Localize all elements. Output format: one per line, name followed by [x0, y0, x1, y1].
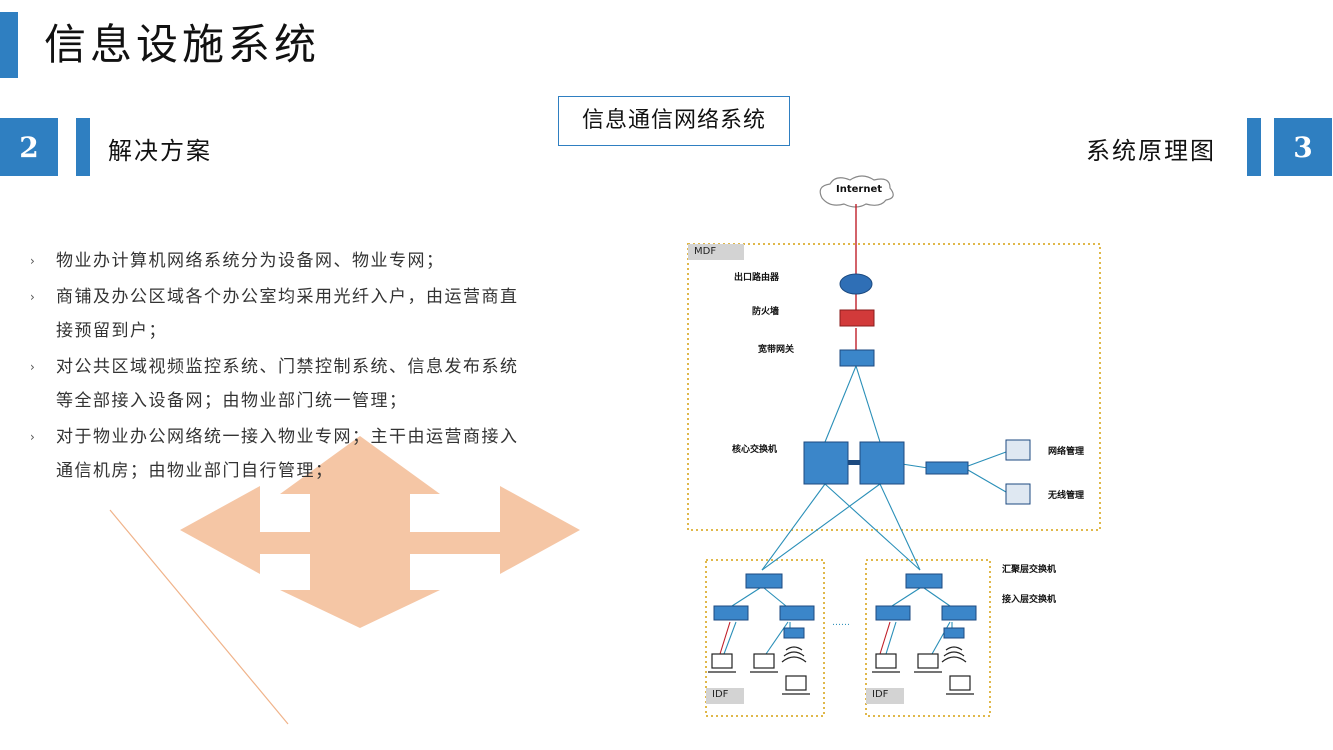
idf-boundary-2: [865, 559, 991, 717]
list-item: › 商铺及办公区域各个办公室均采用光纤入户，由运营商直接预留到户；: [30, 280, 530, 348]
mdf-label: MDF: [694, 246, 717, 257]
bullet-text: 对于物业办公网络统一接入物业专网；主干由运营商接入通信机房；由物业部门自行管理；: [56, 427, 519, 481]
list-item: › 对于物业办公网络统一接入物业专网；主干由运营商接入通信机房；由物业部门自行管理…: [30, 420, 530, 488]
bullet-icon: ›: [30, 430, 37, 444]
bullet-text: 物业办计算机网络系统分为设备网、物业专网；: [56, 251, 445, 271]
section-number-left: 2: [0, 118, 58, 176]
bullet-list: › 物业办计算机网络系统分为设备网、物业专网； › 商铺及办公区域各个办公室均采用光…: [30, 244, 530, 490]
mgmt-switch-icon: [925, 461, 969, 475]
laptop-icons: [708, 653, 974, 695]
wireless-mgmt-label: 无线管理: [1048, 491, 1085, 501]
agg-switch-icon: [745, 573, 783, 589]
wireless-ap-icon: [783, 627, 805, 639]
router-label: 出口路由器: [734, 273, 780, 283]
bullet-icon: ›: [30, 254, 37, 268]
firewall-label: 防火墙: [752, 307, 780, 317]
netmgmt-monitor-icon: [1005, 439, 1031, 461]
list-item: › 物业办计算机网络系统分为设备网、物业专网；: [30, 244, 530, 278]
section-title-right: 系统原理图: [1086, 137, 1216, 165]
wifi-signal-icons: [781, 646, 967, 663]
network-diagram: Internet MDF 出口路由器 防火墙 宽带网关 核心交换机 网络管理 无…: [680, 170, 1110, 720]
list-item: › 对公共区域视频监控系统、门禁控制系统、信息发布系统等全部接入设备网；由物业部门…: [30, 350, 530, 418]
core-switch-icon: [803, 441, 849, 485]
section-accent-left: [76, 118, 90, 176]
four-way-arrow-shape: [180, 436, 580, 628]
wireless-monitor-icon: [1005, 483, 1031, 505]
gateway-label: 宽带网关: [758, 345, 795, 355]
core-switch-label: 核心交换机: [732, 445, 778, 455]
mdf-boundary: [687, 243, 1101, 531]
section-number-right: 3: [1274, 118, 1332, 176]
agg-switch-icon: [905, 573, 943, 589]
internet-cloud-icon: [819, 175, 894, 208]
router-icon: [839, 273, 873, 295]
idf-tag-bg-1: [706, 688, 744, 704]
internet-label: Internet: [836, 184, 883, 195]
access-switch-icon: [875, 605, 911, 621]
core-switch-icon: [859, 441, 905, 485]
bullet-text: 对公共区域视频监控系统、门禁控制系统、信息发布系统等全部接入设备网；由物业部门统…: [56, 357, 519, 411]
decorative-arrow: [109, 436, 580, 725]
access-switch-icon: [779, 605, 815, 621]
access-red-links: [719, 621, 891, 655]
access-switch-label: 接入层交换机: [1002, 595, 1057, 605]
idf-tag-bg-2: [866, 688, 904, 704]
gateway-icon: [839, 349, 875, 367]
netmgmt-label: 网络管理: [1048, 447, 1085, 457]
section-accent-right: [1247, 118, 1261, 176]
idf-boundary-1: [705, 559, 825, 717]
mdf-tag-bg: [688, 244, 744, 260]
title-accent-bar: [0, 12, 18, 78]
decorative-line: [109, 509, 289, 725]
access-switch-icon: [941, 605, 977, 621]
ellipsis-label: ……: [832, 618, 850, 628]
bullet-icon: ›: [30, 360, 37, 374]
diagram-title: 信息通信网络系统: [558, 96, 790, 146]
section-title-left: 解决方案: [108, 137, 212, 165]
bullet-icon: ›: [30, 290, 37, 304]
page-title: 信息设施系统: [44, 20, 321, 69]
firewall-icon: [839, 309, 875, 327]
idf-label-1: IDF: [712, 689, 729, 700]
bullet-text: 商铺及办公区域各个办公室均采用光纤入户，由运营商直接预留到户；: [56, 287, 519, 341]
access-switch-icon: [713, 605, 749, 621]
idf-label-2: IDF: [872, 689, 889, 700]
wireless-ap-icon: [943, 627, 965, 639]
agg-switch-label: 汇聚层交换机: [1002, 565, 1057, 575]
network-links: [723, 365, 1007, 655]
core-link-bar: [848, 460, 860, 465]
